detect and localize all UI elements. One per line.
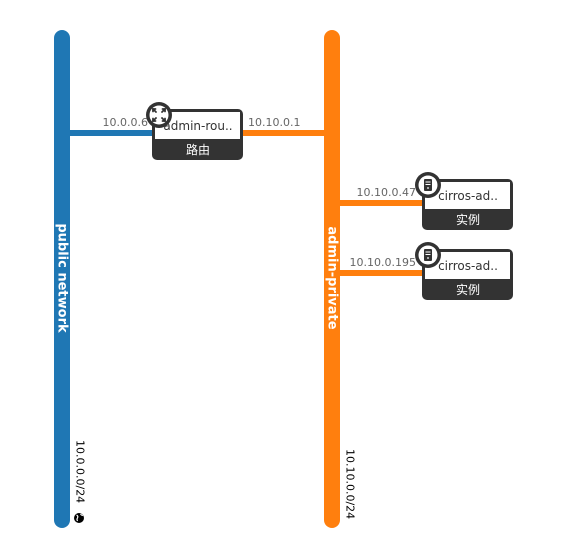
network-public-bar[interactable] [54, 30, 70, 528]
instance-1-type: 实例 [456, 212, 480, 227]
instance-2-type: 实例 [456, 282, 480, 297]
network-public-name: public network [55, 223, 70, 333]
instance-node-2[interactable]: cirros-ad.. 实例 [415, 242, 513, 300]
network-private[interactable]: admin-private 10.10.0.0/24 [324, 30, 357, 528]
router-node-name: admin-rou.. [163, 119, 232, 133]
network-private-name: admin-private [325, 226, 340, 329]
instance-1-ip: 10.10.0.47 [357, 186, 416, 199]
server-icon [415, 172, 441, 198]
instance-2-name: cirros-ad.. [438, 259, 498, 273]
router-private-ip: 10.10.0.1 [248, 116, 300, 129]
globe-icon [74, 513, 84, 523]
instance-node-1[interactable]: cirros-ad.. 实例 [415, 172, 513, 230]
router-icon [146, 102, 172, 128]
router-node[interactable]: admin-rou.. 路由 [146, 102, 243, 160]
router-node-type: 路由 [186, 142, 210, 157]
router-public-ip: 10.0.0.6 [103, 116, 148, 129]
instance-1-name: cirros-ad.. [438, 189, 498, 203]
network-private-cidr: 10.10.0.0/24 [344, 449, 357, 519]
network-public-cidr: 10.0.0.0/24 [74, 440, 87, 503]
network-private-bar[interactable] [324, 30, 340, 528]
server-icon [415, 242, 441, 268]
network-public[interactable]: public network 10.0.0.0/24 [54, 30, 87, 528]
instance-2-ip: 10.10.0.195 [350, 256, 416, 269]
